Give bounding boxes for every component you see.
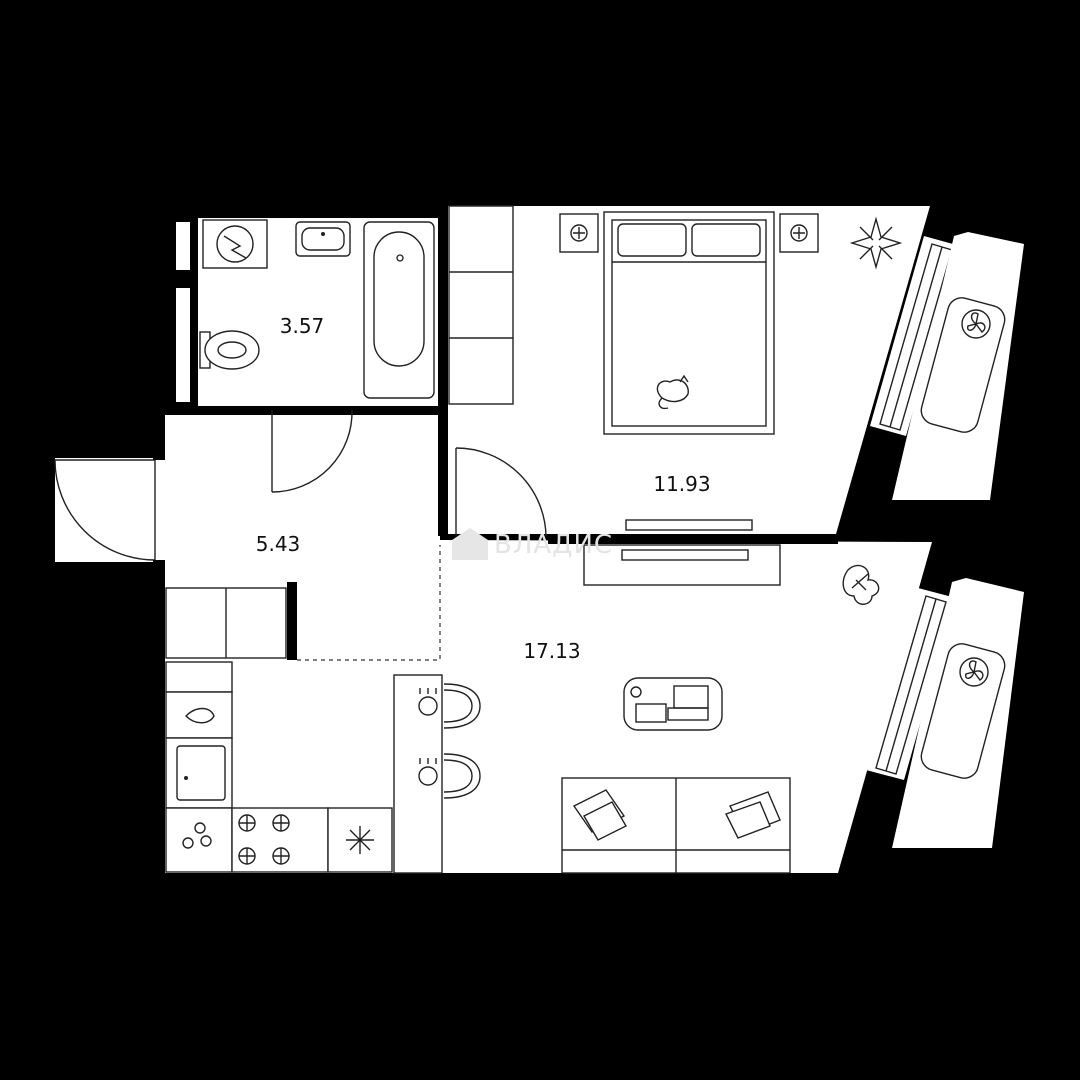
toilet-icon: [199, 330, 260, 370]
sink-icon: [295, 221, 351, 257]
bedroom-south-wall: [548, 534, 838, 544]
bedroom-west-wall: [438, 206, 448, 536]
bath-south-wall-a: [165, 406, 270, 415]
watermark: ВЛАДИС: [494, 530, 613, 560]
shaft-void-top: [176, 222, 190, 270]
wardrobe-wall: [287, 582, 297, 660]
window-icon: [870, 236, 960, 436]
bedroom-wardrobe-icon: [448, 205, 514, 405]
chair-icon: [443, 683, 481, 729]
fridge-icon: [176, 745, 226, 801]
shaft-void-bottom: [176, 288, 190, 402]
nightstand-lamp-icon: [559, 213, 599, 253]
window-icon: [866, 588, 956, 780]
entrance-door-icon: [54, 452, 165, 568]
room-area-label: 17.13: [523, 639, 580, 663]
washing-machine-icon: [182, 822, 212, 849]
chair-icon: [443, 753, 481, 799]
desk-laptop-icon: [623, 677, 723, 731]
cat-icon: [656, 374, 689, 410]
freezer-icon: [346, 826, 374, 854]
wardrobe-icon: [165, 587, 287, 659]
watermark-logo-icon: [452, 528, 488, 560]
nightstand-lamp-icon: [779, 213, 819, 253]
bed-icon: [603, 211, 775, 435]
sink-icon: [185, 707, 215, 724]
balcony: [892, 578, 1024, 848]
plant-icon: [842, 564, 880, 605]
hall-living-floor: [165, 415, 932, 873]
bathtub-icon: [363, 221, 435, 399]
fan-icon: [959, 657, 989, 687]
zone-boundary: [297, 545, 441, 661]
tv-stand-icon: [583, 519, 781, 586]
interior-walls: [165, 206, 838, 660]
cooktop-icon: [238, 814, 290, 865]
fan-icon: [961, 309, 991, 339]
room-area-label: 3.57: [280, 314, 325, 338]
room-area-label: 11.93: [653, 472, 710, 496]
balcony: [892, 232, 1024, 500]
washing-machine-icon: [202, 219, 268, 269]
bathroom-door-icon: [271, 409, 353, 493]
room-area-label: 5.43: [256, 532, 301, 556]
bedroom-door-icon: [455, 447, 547, 537]
kitchen-counter: [165, 661, 393, 873]
dining-table-icon: [393, 674, 443, 874]
sofa-icon: [561, 777, 791, 874]
plant-icon: [849, 216, 903, 270]
bath-south-wall-b: [355, 406, 440, 415]
